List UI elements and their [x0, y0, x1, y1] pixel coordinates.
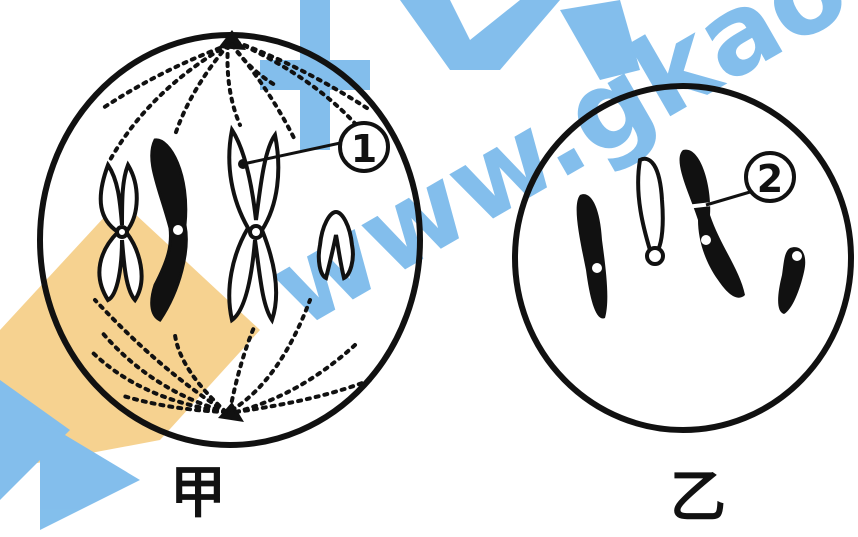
caption-jia: 甲	[170, 466, 226, 522]
chromosome-black-rod-left	[577, 194, 608, 318]
caption-yi: 乙	[670, 470, 726, 526]
centromere-left	[592, 263, 602, 273]
marker-line-1	[243, 142, 345, 164]
chromosome-white-rod	[638, 159, 663, 250]
marker-2: 2	[746, 153, 794, 201]
centromere-small-right	[792, 251, 802, 261]
marker-2-label: 2	[757, 157, 783, 201]
marker-1: 1	[340, 123, 388, 171]
marker-1-label: 1	[351, 127, 377, 171]
marker-line-2	[706, 192, 750, 205]
centromere-large	[701, 235, 711, 245]
chromosome-black-large	[680, 150, 745, 298]
watermark-logo-shape-2	[400, 0, 560, 70]
chromosome-white-rod-end	[647, 248, 663, 264]
